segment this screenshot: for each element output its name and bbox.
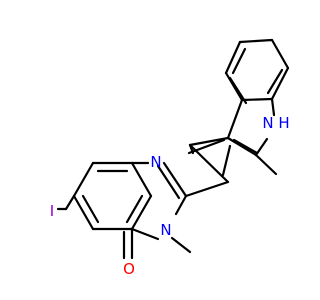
vinyl-bonds bbox=[184, 136, 232, 198]
molecule-structure: I N N O H N bbox=[50, 38, 290, 278]
indole-pyrrole-bonds bbox=[226, 97, 278, 176]
indole-nitrogen-label: N bbox=[262, 114, 273, 132]
carbonyl-oxygen-label: O bbox=[123, 260, 135, 278]
iodine-bond bbox=[56, 194, 76, 211]
pyrimidinone-ring-bonds bbox=[122, 161, 192, 260]
iodine-atom-label: I bbox=[50, 202, 54, 220]
benzo-ring-bonds bbox=[72, 161, 153, 231]
quinazoline-n3-label: N bbox=[160, 221, 171, 239]
indole-benzene-bonds bbox=[224, 38, 290, 105]
indole-nh-hydrogen-label: H bbox=[278, 114, 289, 132]
quinazoline-n1-label: N bbox=[150, 153, 161, 171]
